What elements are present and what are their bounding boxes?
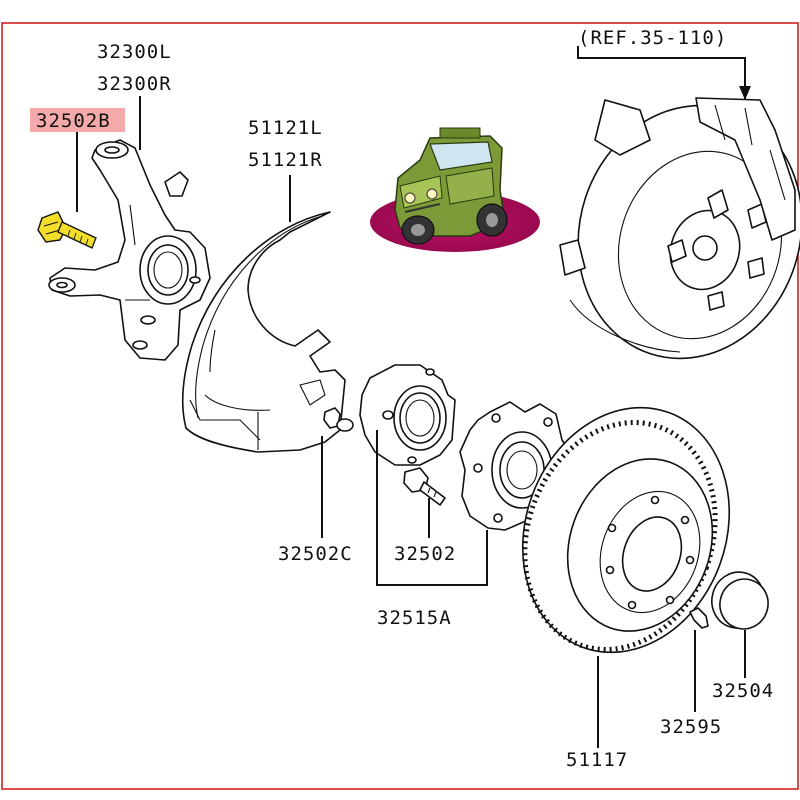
label-32515A[interactable]: 32515A	[377, 607, 452, 629]
dust-shield[interactable]	[181, 211, 346, 453]
label-32502B[interactable]: 32502B	[36, 110, 111, 132]
hub-bearing[interactable]	[359, 364, 456, 466]
diagram-frame	[1, 22, 799, 790]
label-51117[interactable]: 51117	[566, 749, 628, 771]
knuckle-bolt[interactable]	[37, 211, 97, 249]
label-32502C[interactable]: 32502C	[278, 543, 353, 565]
label-51121L[interactable]: 51121L	[248, 117, 323, 139]
label-32502[interactable]: 32502	[394, 543, 456, 565]
steering-knuckle[interactable]	[48, 139, 211, 361]
label-51121R[interactable]: 51121R	[248, 149, 323, 171]
label-32595[interactable]: 32595	[660, 716, 722, 738]
label-32300R[interactable]: 32300R	[97, 73, 172, 95]
leader-lines	[76, 46, 751, 748]
highlight-box	[30, 108, 125, 132]
rotor-screw[interactable]	[689, 607, 709, 629]
hub-cap[interactable]	[706, 566, 774, 634]
label-32504[interactable]: 32504	[712, 680, 774, 702]
shield-bolt[interactable]	[323, 407, 354, 432]
reference-label[interactable]: (REF.35-110)	[578, 27, 727, 49]
hub-bolt[interactable]	[403, 467, 446, 506]
vehicle-icon	[370, 127, 540, 252]
label-32300L[interactable]: 32300L	[97, 41, 172, 63]
brake-rotor[interactable]	[489, 378, 762, 681]
reference-brake-assembly[interactable]	[546, 76, 800, 387]
